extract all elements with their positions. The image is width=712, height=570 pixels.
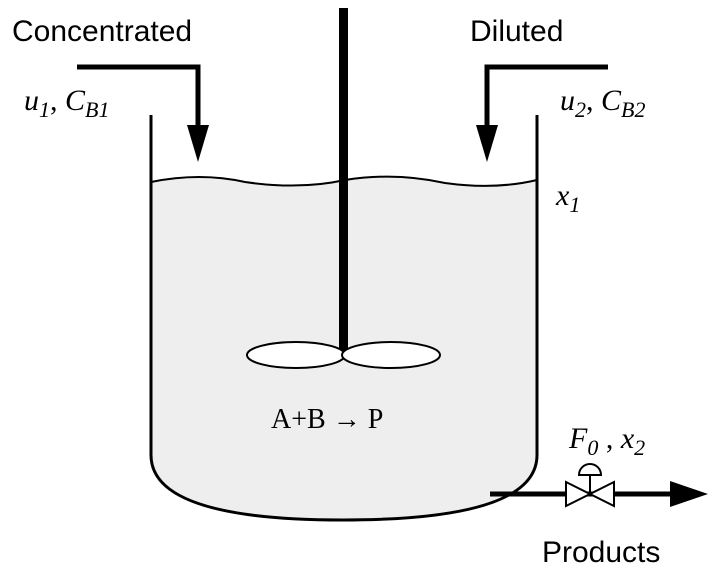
diluted-inlet-arrow bbox=[476, 125, 498, 162]
diluted-inlet-pipe bbox=[484, 64, 608, 128]
diluted-label: Diluted bbox=[470, 15, 563, 48]
reaction-equation: A+B → P bbox=[271, 404, 383, 435]
diluted-inlet-variables: u2, CB2 bbox=[560, 84, 645, 122]
outlet-variables: F0 , x2 bbox=[568, 422, 645, 460]
concentrated-inlet-pipe bbox=[77, 64, 201, 128]
agitator-shaft bbox=[339, 8, 348, 356]
control-valve bbox=[565, 463, 615, 508]
concentrated-label: Concentrated bbox=[12, 15, 192, 48]
concentrated-inlet-arrow bbox=[187, 125, 209, 162]
tank-vessel bbox=[149, 115, 539, 522]
tank-level-variable: x1 bbox=[555, 179, 580, 217]
impeller-blade-left bbox=[246, 341, 346, 369]
concentrated-inlet-variables: u1, CB1 bbox=[24, 84, 109, 122]
products-label: Products bbox=[542, 536, 660, 569]
outlet-arrow bbox=[670, 481, 708, 507]
impeller-blade-right bbox=[341, 341, 441, 369]
